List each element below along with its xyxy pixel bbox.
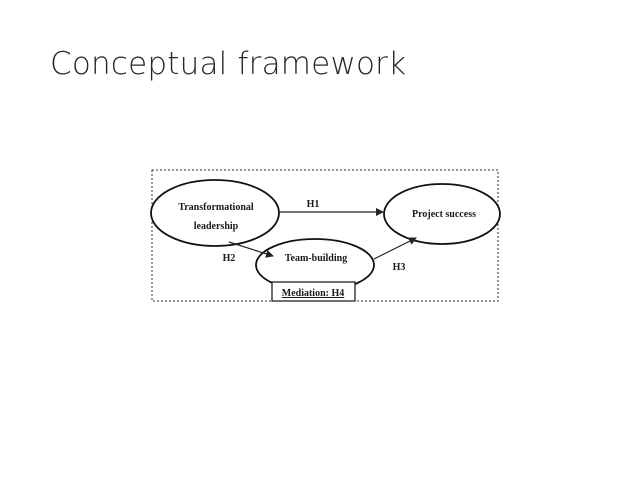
node-project-success-label: Project success (412, 209, 476, 220)
node-transformational-leadership-label-line1: Transformational (178, 202, 254, 213)
mediation-box: Mediation: H4 (271, 281, 356, 302)
edge-h3-label: H3 (393, 262, 406, 273)
node-project-success: Project success (383, 183, 501, 245)
mediation-label: Mediation: H4 (282, 288, 345, 299)
edge-h3: H3 (373, 237, 417, 273)
edge-h2: H2 (223, 241, 274, 264)
edge-h1: H1 (279, 199, 384, 216)
node-team-building-label: Team-building (285, 253, 347, 264)
slide-title: Conceptual framework (50, 46, 407, 82)
node-transformational-leadership: Transformational leadership (150, 179, 280, 247)
edge-h1-label: H1 (307, 199, 320, 210)
edge-h2-label: H2 (223, 253, 236, 264)
node-transformational-leadership-label-line2: leadership (194, 221, 239, 232)
